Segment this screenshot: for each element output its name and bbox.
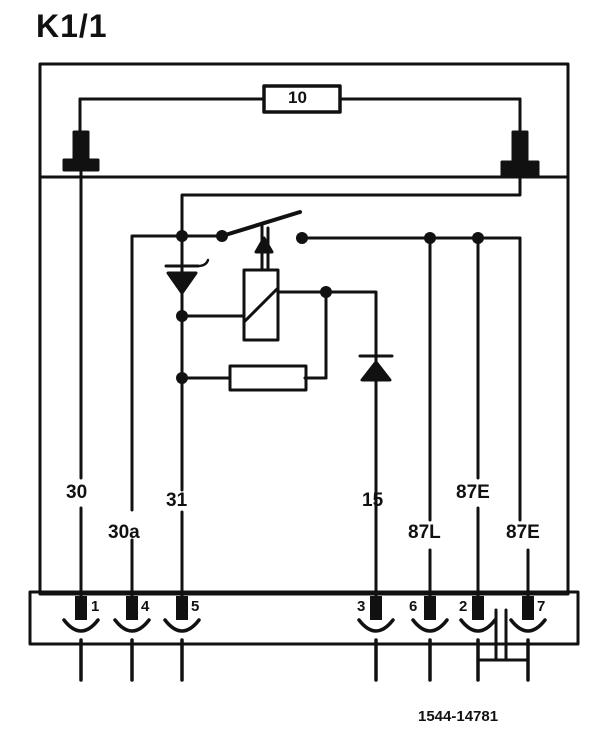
- pin-connector-3: [357, 596, 395, 682]
- terminal-label-87E-inner: 87E: [456, 482, 490, 503]
- fuse-label: 10: [288, 88, 307, 107]
- junction-dot: [176, 230, 188, 242]
- resistor: [228, 364, 308, 392]
- relay-housing: [38, 62, 570, 596]
- pin-connectors: [62, 596, 547, 682]
- page-title: K1/1: [36, 8, 108, 44]
- pin-number-7: 7: [536, 598, 547, 615]
- pin-connector-6: [411, 596, 449, 682]
- switch-plunger-arrow: [254, 236, 274, 254]
- junction-dot: [424, 232, 436, 244]
- junction-dot: [320, 286, 332, 298]
- pin-base-strip: [28, 590, 580, 646]
- terminal-label-87L: 87L: [408, 522, 441, 543]
- zener-diode: [166, 271, 198, 295]
- junction-dot: [176, 310, 188, 322]
- wire-15: [324, 290, 378, 600]
- coil-slash: [242, 286, 280, 324]
- terminal-label-15: 15: [362, 490, 384, 511]
- terminal-label-87E-outer: 87E: [506, 522, 540, 543]
- fuse-holder-right: [511, 130, 529, 166]
- pin-number-2: 2: [458, 598, 469, 615]
- pin-number-6: 6: [408, 598, 419, 615]
- zener-diode-hook: [196, 258, 210, 268]
- wire-30a: [130, 234, 184, 512]
- fuse-holder-left: [72, 130, 90, 164]
- junction-dots: [176, 230, 484, 384]
- diode-15: [360, 360, 392, 382]
- wire-87E-outer: [476, 236, 522, 522]
- terminal-label-30: 30: [66, 482, 88, 503]
- terminal-label-30a: 30a: [108, 522, 140, 543]
- terminal-label-31: 31: [166, 490, 188, 511]
- pin-number-5: 5: [190, 598, 201, 615]
- pin-number-1: 1: [90, 598, 101, 615]
- bridge-2-7: [476, 608, 530, 662]
- relay-coil: [242, 268, 280, 342]
- fuse-holder-right-foot: [500, 160, 540, 178]
- pin-connector-4: [113, 596, 151, 682]
- figure-code: 1544-14781: [418, 708, 499, 725]
- junction-dot: [216, 230, 228, 242]
- pin-number-3: 3: [356, 598, 367, 615]
- junction-dot: [296, 232, 308, 244]
- junction-dot: [176, 372, 188, 384]
- pin-connector-5: [163, 596, 201, 682]
- wire-fuse-feed: [180, 174, 522, 236]
- switch-contact-arm: [220, 210, 302, 238]
- pin-connector-1: [62, 596, 100, 682]
- pin-number-4: 4: [140, 598, 151, 615]
- junction-dot: [472, 232, 484, 244]
